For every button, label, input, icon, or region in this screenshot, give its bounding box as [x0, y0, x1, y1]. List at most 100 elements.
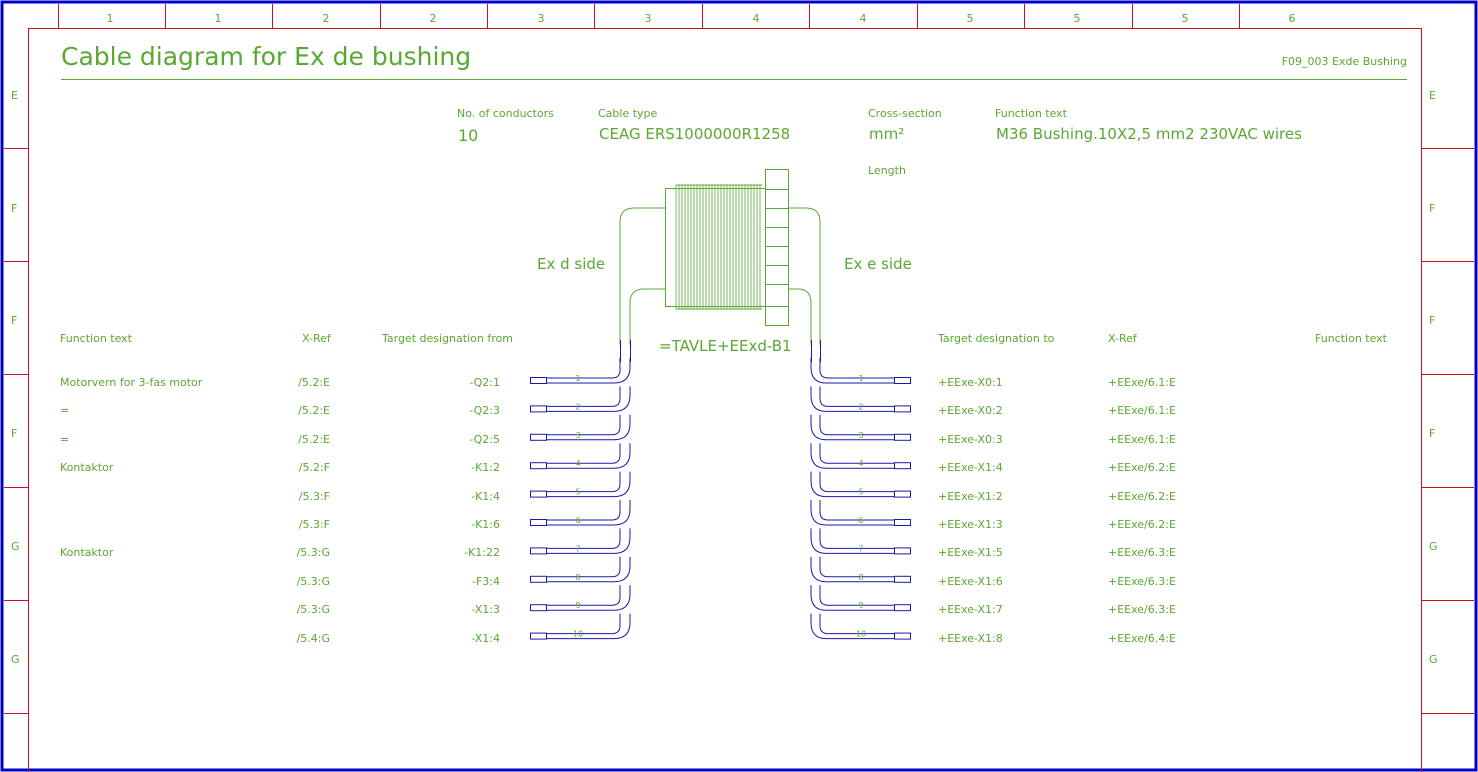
target-from: -X1:3 [471, 603, 500, 617]
column-number: 1 [106, 12, 114, 25]
wire-right-upper [819, 358, 894, 379]
column-number: 4 [859, 12, 867, 25]
wire-right-lower [810, 500, 894, 526]
wire-left-lower [546, 414, 631, 441]
right-xref: +EExe/6.4:E [1108, 631, 1176, 645]
cable-function-label: Function text [995, 107, 1067, 120]
wire-terminal-left [530, 547, 547, 555]
target-from: -Q2:3 [469, 404, 500, 418]
wire-left-upper [546, 613, 621, 635]
left-xref: /5.3:G [296, 574, 330, 588]
row-letter-left: F [11, 314, 18, 327]
wire-right-upper [819, 585, 894, 606]
left-xref: /5.2:F [298, 461, 330, 475]
left-function-text: = [60, 432, 70, 446]
left-xref: /5.3:G [296, 546, 330, 560]
wire-right-lower [810, 613, 894, 640]
right-xref: +EExe/6.1:E [1108, 376, 1176, 389]
wire-number-right: 6 [858, 516, 863, 525]
left-function-text: Motorvern for 3-fas motor [60, 376, 203, 389]
wire-number-left: 6 [575, 516, 580, 525]
column-number: 5 [1181, 12, 1189, 25]
row-letter-left: E [11, 89, 18, 102]
wire-terminal-left [530, 632, 547, 640]
wire-right-upper [819, 500, 894, 521]
wire-right-lower [810, 358, 894, 384]
target-to: +EExe-X1:7 [938, 603, 1003, 617]
column-number: 5 [966, 12, 974, 25]
target-to: +EExe-X1:6 [938, 574, 1003, 588]
target-from: -K1:6 [471, 518, 500, 531]
right-xref: +EExe/6.2:E [1108, 461, 1176, 475]
ex-d-side-label: Ex d side [537, 255, 606, 273]
target-from: -X1:4 [471, 631, 500, 645]
bushing-symbol [665, 169, 789, 326]
wire-number-left: 7 [575, 544, 580, 553]
cable-function-value: M36 Bushing.10X2,5 mm2 230VAC wires [996, 125, 1302, 143]
page-reference: F09_003 Exde Bushing [1281, 55, 1407, 68]
wire-number-right: 8 [858, 573, 863, 582]
wire-left-lower [546, 585, 631, 611]
wire-left-upper [546, 358, 621, 379]
bushing-designation: =TAVLE+EExd-B1 [659, 337, 792, 355]
right-function-header: Function text [1315, 332, 1387, 345]
wire-terminal-left [530, 433, 547, 441]
target-from: -K1:22 [464, 546, 500, 560]
cross-section-value: mm² [869, 125, 905, 143]
cable-outline-left-inner [629, 288, 665, 345]
wire-number-left: 3 [575, 431, 580, 440]
row-letter-right: G [1429, 540, 1438, 553]
page-title: Cable diagram for Ex de bushing [61, 42, 472, 71]
target-to: +EExe-X1:4 [938, 461, 1003, 475]
wire-left-lower [546, 613, 631, 640]
wire-left-lower [546, 358, 631, 384]
wire-number-right: 10 [856, 630, 866, 639]
wire-right-upper [819, 613, 894, 635]
wire-right-upper [819, 556, 894, 578]
row-letter-right: E [1429, 89, 1436, 102]
wire-right-upper [819, 443, 894, 464]
left-function-text: = [60, 404, 70, 418]
wire-terminal-left [530, 575, 547, 583]
left-function-text: Kontaktor [60, 461, 114, 475]
wire-number-right: 7 [858, 544, 863, 553]
cross-section-label: Cross-section [868, 107, 942, 120]
ex-e-side-label: Ex e side [844, 255, 912, 273]
wire-left-upper [546, 528, 621, 549]
cable-outline-right-outer [789, 207, 821, 345]
row-letter-left: F [11, 202, 18, 215]
wire-terminal-right [894, 547, 911, 555]
wire-left-upper [546, 500, 621, 521]
wire-right-upper [819, 414, 894, 436]
bushing-thread-body [665, 188, 766, 307]
wire-left-lower [546, 556, 631, 583]
right-xref-header: X-Ref [1108, 332, 1137, 345]
wire-terminal-left [530, 490, 547, 498]
bushing-nut [765, 169, 789, 326]
row-letter-left: G [11, 540, 20, 553]
right-xref: +EExe/6.1:E [1108, 432, 1176, 446]
column-number: 5 [1073, 12, 1081, 25]
wire-right-lower [810, 556, 894, 583]
wire-right-lower [810, 528, 894, 554]
wire-right-upper [819, 471, 894, 493]
row-letter-left: F [11, 427, 18, 440]
wire-left-lower [546, 386, 631, 412]
wire-left-upper [546, 386, 621, 407]
wire-right-lower [810, 414, 894, 441]
wire-terminal-right [894, 462, 911, 470]
left-xref: /5.2:E [298, 376, 330, 389]
wire-left-upper [546, 556, 621, 578]
left-xref: /5.3:G [296, 603, 330, 617]
column-number: 2 [429, 12, 437, 25]
target-to: +EExe-X1:8 [938, 631, 1003, 645]
left-xref: /5.3:F [298, 489, 330, 503]
wire-right-upper [819, 386, 894, 407]
wire-number-left: 4 [575, 459, 580, 468]
column-number: 3 [537, 12, 545, 25]
left-xref: /5.4:G [296, 631, 330, 645]
target-to: +EExe-X0:3 [938, 432, 1003, 446]
conductors-label: No. of conductors [457, 107, 554, 120]
